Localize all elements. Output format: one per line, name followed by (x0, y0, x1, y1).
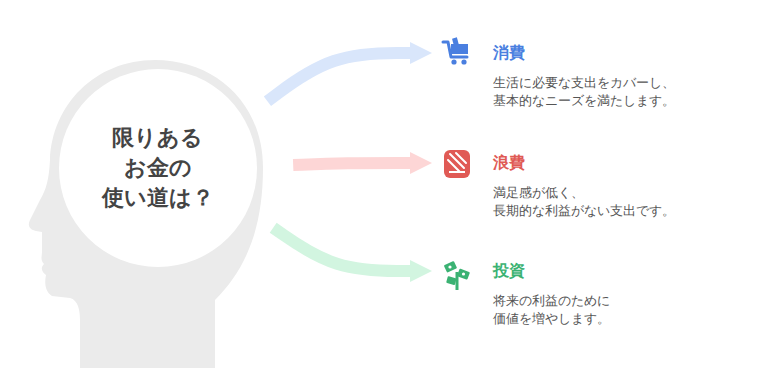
cart-icon (443, 37, 468, 64)
category-item: 消費生活に必要な支出をカバーし、 基本的なニーズを満たします。 (438, 42, 708, 110)
investment-icon (444, 261, 470, 290)
question-circle: 限りある お金の 使い道は？ (59, 69, 257, 267)
category-description: 満足感が低く、 長期的な利益がない支出です。 (493, 184, 708, 220)
category-title: 消費 (493, 42, 708, 64)
central-question: 限りある お金の 使い道は？ (83, 123, 233, 212)
head-silhouette (29, 60, 263, 368)
category-description: 生活に必要な支出をカバーし、 基本的なニーズを満たします。 (493, 74, 708, 110)
category-description: 将来の利益のために 価値を増やします。 (493, 292, 708, 328)
category-item: 投資将来の利益のために 価値を増やします。 (438, 260, 708, 328)
category-title: 浪費 (493, 152, 708, 174)
waste-icon (444, 150, 470, 178)
flow-arrow (293, 163, 410, 165)
category-title: 投資 (493, 260, 708, 282)
category-item: 浪費満足感が低く、 長期的な利益がない支出です。 (438, 152, 708, 220)
flow-arrow (267, 53, 410, 101)
flow-arrow (273, 228, 410, 271)
